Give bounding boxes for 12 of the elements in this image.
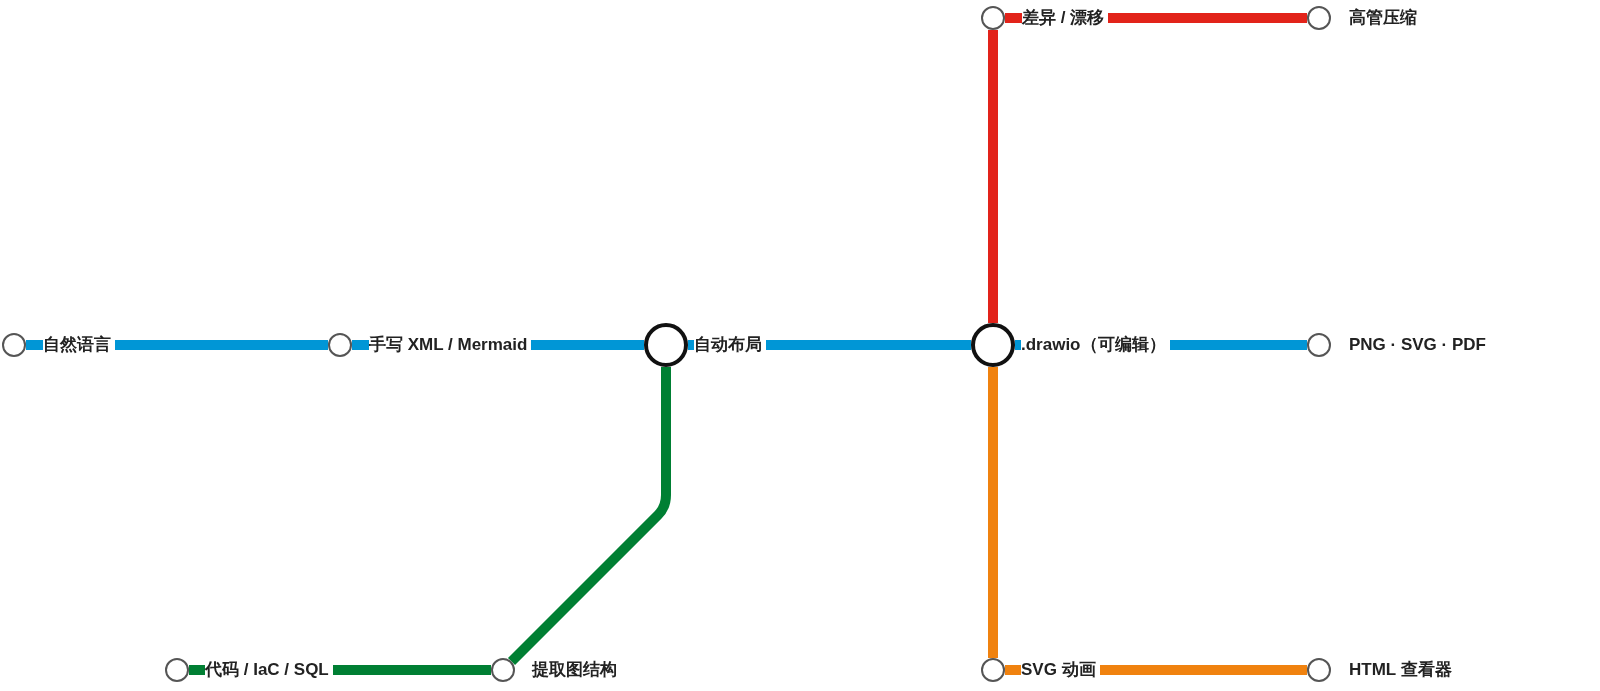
station-label: .drawio（可编辑） [1021,334,1170,356]
interchange-station [971,323,1015,367]
station-label: 自然语言 [43,334,115,356]
station-label: 自动布局 [694,334,766,356]
station-label: SVG 动画 [1021,659,1100,681]
station-label: 代码 / IaC / SQL [205,659,333,681]
metro-line [507,367,671,666]
metro-line [988,30,998,323]
station-label: 差异 / 漂移 [1022,7,1109,29]
metro-line [988,367,998,658]
interchange-station [644,323,688,367]
station-label: 手写 XML / Mermaid [369,334,532,356]
